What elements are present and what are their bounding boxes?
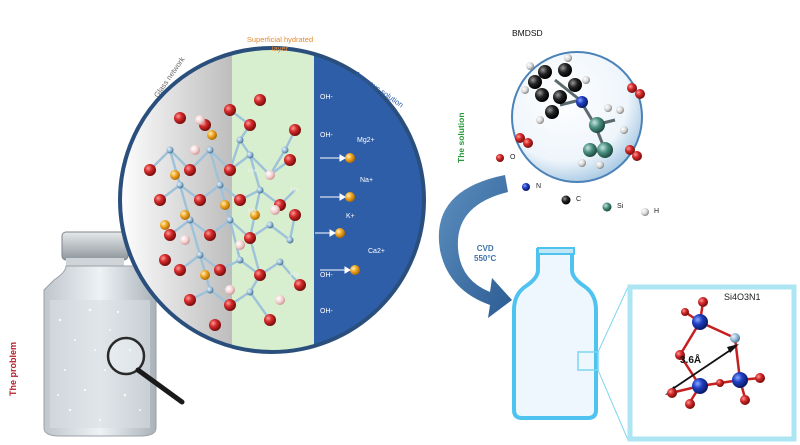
hydroxide-label: OH-: [320, 94, 333, 101]
solution-label: The solution: [456, 112, 466, 163]
k-ion-label: K+: [346, 213, 355, 220]
hydrogen-ion-label: H+: [248, 168, 258, 175]
hydroxide-label: OH-: [320, 272, 333, 279]
hydrated-layer-label: Superficial hydrated layer: [246, 35, 314, 53]
molecule-bubble: [511, 51, 645, 183]
molecule-name: BMDSD: [512, 28, 543, 38]
legend-hydrogen: H: [654, 208, 660, 215]
structure-formula: Si4O3N1: [724, 292, 761, 302]
cvd-arrow: [438, 175, 512, 318]
atom-legend: [496, 154, 649, 216]
hydrogen-ion-label: H+: [290, 272, 300, 279]
structure-distance: 3.6Å: [680, 355, 702, 366]
hydrogen-ion-label: H+: [290, 187, 300, 194]
cvd-label-line1: CVD: [476, 244, 494, 253]
hydrogen-ion-label: H+: [248, 208, 258, 215]
hydroxide-label: OH-: [320, 308, 333, 315]
structure-zoom-box: [627, 284, 797, 442]
hydroxide-label: OH-: [320, 132, 333, 139]
mg-ion-label: Mg2+: [357, 137, 375, 144]
vial: [43, 231, 185, 437]
legend-nitrogen: N: [536, 183, 542, 190]
na-ion-label: Na+: [360, 177, 374, 184]
problem-label: The problem: [8, 341, 18, 396]
ca-ion-label: Ca2+: [368, 248, 385, 255]
legend-oxygen: O: [510, 154, 516, 161]
cvd-label: CVD 550°C: [474, 244, 496, 265]
legend-silicon: Si: [617, 203, 624, 210]
legend-carbon: C: [576, 196, 582, 203]
cvd-label-line2: 550°C: [474, 254, 497, 264]
coated-bottle: [512, 247, 629, 441]
